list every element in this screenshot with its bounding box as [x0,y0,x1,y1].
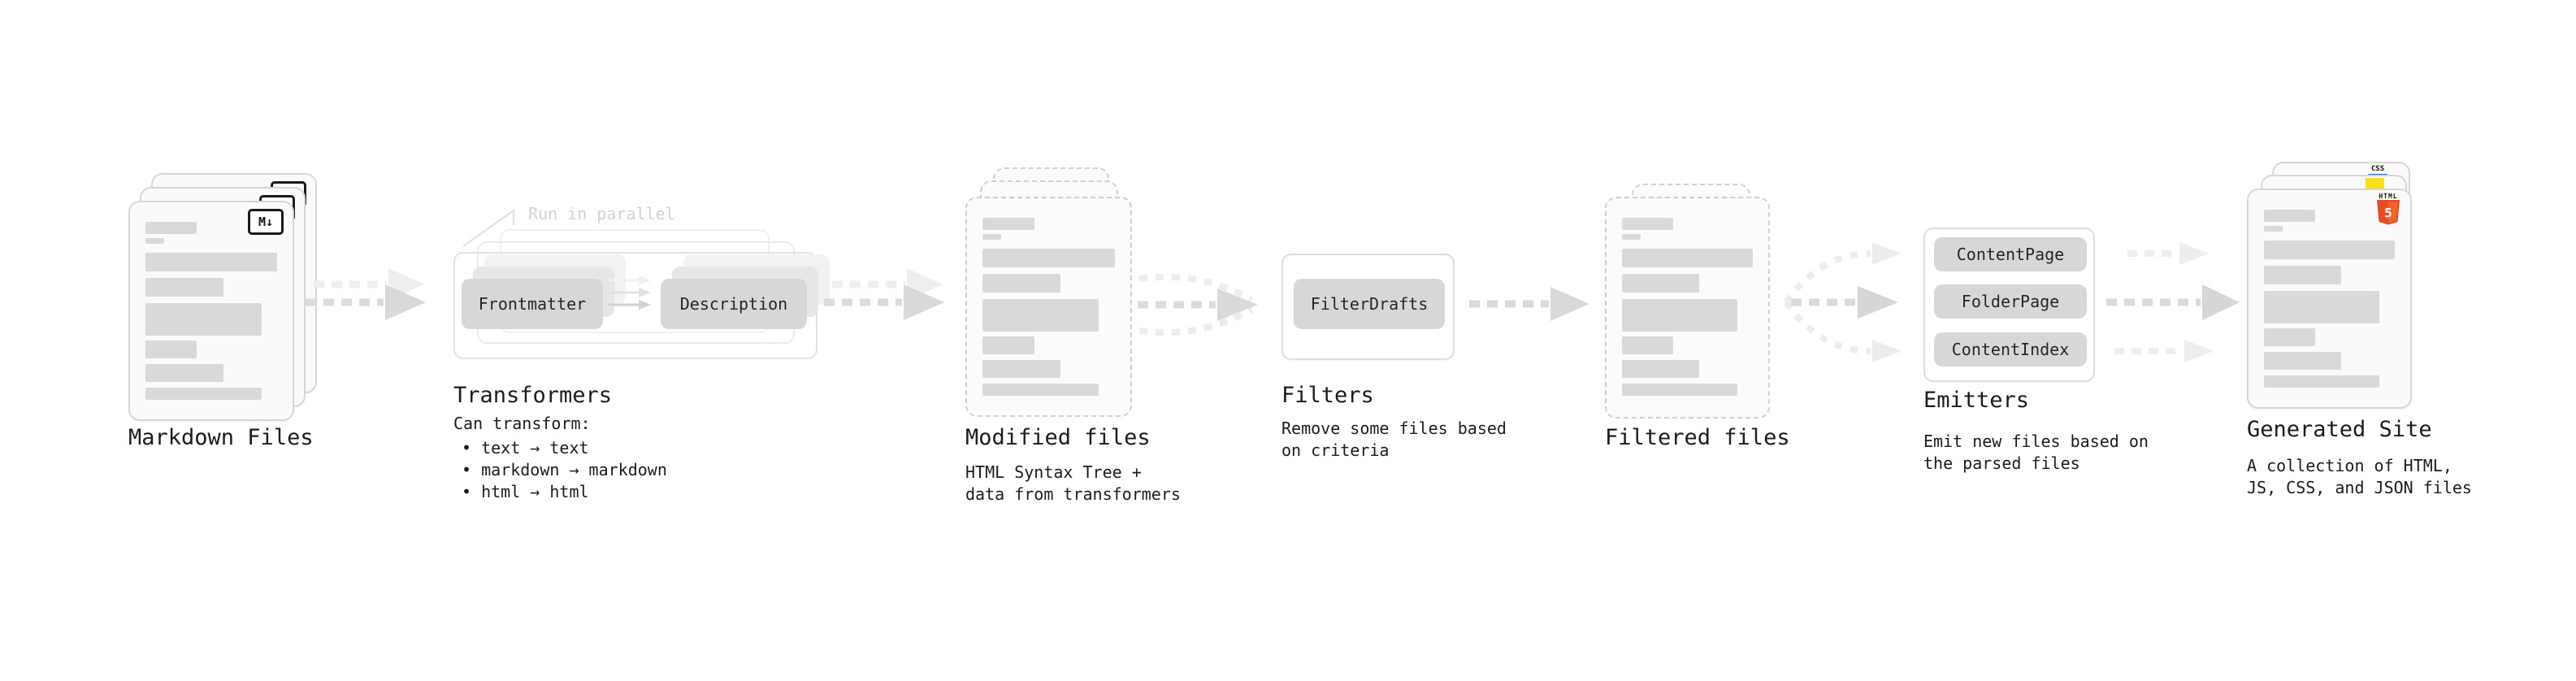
content-line [1622,299,1737,332]
filtered-files-label: Filtered files [1605,425,1790,450]
arrow-emitters-to-generated [2106,242,2240,362]
filter-filterdrafts: FilterDrafts [1294,279,1445,329]
filter-filterdrafts-label: FilterDrafts [1310,294,1429,314]
content-line [982,299,1099,332]
content-line [982,384,1099,396]
doc-content-lines [967,198,1130,396]
filters-caption: Remove some files based on criteria [1281,419,1507,460]
transformer-frontmatter: Frontmatter [462,279,603,329]
content-line [982,336,1034,354]
content-line [145,222,197,234]
markdown-icon: M↓ [248,209,284,235]
js-icon [2366,178,2384,189]
content-line [145,303,262,336]
bullet-item: • html → html [462,482,589,501]
content-line [1622,384,1737,396]
bullet-item: • markdown → markdown [462,460,667,479]
transformer-frontmatter-label: Frontmatter [478,294,587,314]
content-line [2264,328,2315,346]
generated-site-caption: A collection of HTML, JS, CSS, and JSON … [2247,456,2472,497]
transformers-label: Transformers [453,383,613,408]
arrow-transformers-to-modified [824,268,944,320]
emitter-folderpage: FolderPage [1934,284,2087,319]
content-line [1622,336,1673,354]
content-line [2264,210,2315,222]
html5-icon: HTML 5 [2376,193,2400,228]
content-line [145,278,223,297]
content-line [145,238,164,244]
modified-file-card-front [965,197,1132,417]
content-line [145,364,223,382]
doc-content-lines [1607,198,1768,396]
emitter-contentpage-label: ContentPage [1956,245,2065,264]
modified-files-label: Modified files [965,425,1151,450]
generated-site-label: Generated Site [2247,417,2432,442]
content-line [1622,360,1699,378]
content-line [1622,218,1673,230]
run-in-parallel-annotation: Run in parallel [528,204,675,223]
content-line [2264,291,2379,323]
content-line [1622,249,1753,267]
content-line [982,360,1061,378]
doc-content-lines [130,202,293,400]
content-line [1622,274,1699,293]
content-line [145,253,277,271]
markdown-file-card-front: M↓ [128,201,294,421]
arrow-filters-to-filtered [1469,287,1589,321]
emitter-folderpage-label: FolderPage [1961,292,2060,311]
arrow-modified-to-filters [1138,273,1258,336]
content-line [982,274,1061,293]
bullet-item: • text → text [462,438,589,458]
transformer-description-label: Description [679,294,788,314]
arrow-markdown-to-transformers [306,268,426,320]
run-in-parallel-leader-line [462,208,515,248]
transformer-description: Description [661,279,807,329]
doc-content-lines [2249,190,2410,388]
content-line [2264,352,2341,370]
content-line [145,388,262,400]
emitter-contentindex: ContentIndex [1934,332,2087,367]
emitter-contentpage: ContentPage [1934,237,2087,271]
content-line [145,340,197,358]
content-line [1622,234,1641,240]
arrow-filtered-to-emitters [1783,242,1902,362]
markdown-files-label: Markdown Files [128,425,314,450]
emitters-label: Emitters [1923,388,2030,413]
generated-file-card-html: HTML 5 [2247,189,2412,409]
content-line [2264,226,2283,232]
content-line [982,249,1115,267]
filters-label: Filters [1281,383,1374,408]
svg-text:5: 5 [2384,206,2392,221]
emitters-caption: Emit new files based on the parsed files [1923,432,2149,473]
content-line [982,234,1001,240]
transformers-bullet-list: • text → text • markdown → markdown • ht… [453,437,667,503]
modified-files-caption: HTML Syntax Tree + data from transformer… [965,462,1181,504]
content-line [2264,266,2341,284]
arrow-frontmatter-to-description [608,275,651,310]
content-line [2264,375,2379,388]
filtered-file-card-front [1605,197,1770,419]
content-line [2264,241,2395,259]
content-line [982,218,1034,230]
emitter-contentindex-label: ContentIndex [1951,340,2070,359]
transformers-caption: Can transform: [453,414,591,433]
